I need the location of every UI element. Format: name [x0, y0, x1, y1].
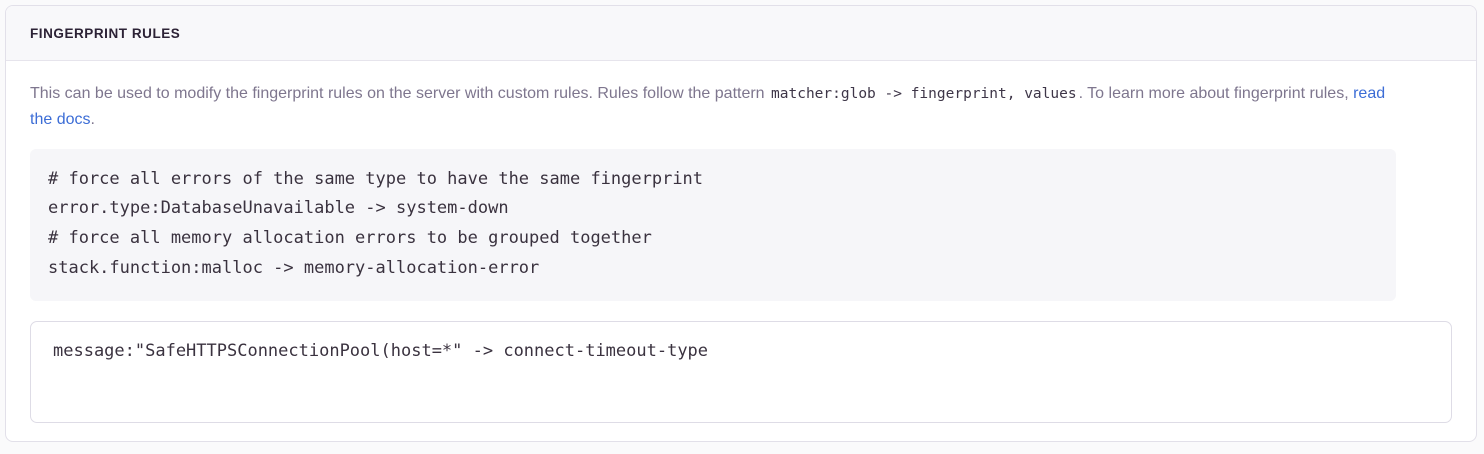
description-text: This can be used to modify the fingerpri… [30, 81, 1390, 133]
code-line: stack.function:malloc -> memory-allocati… [48, 257, 540, 278]
panel-header: FINGERPRINT RULES [6, 6, 1476, 61]
code-line: # force all memory allocation errors to … [48, 227, 652, 248]
read-the-docs-link[interactable]: read the docs [30, 85, 1386, 128]
code-line: error.type:DatabaseUnavailable -> system… [48, 198, 509, 219]
panel-body: This can be used to modify the fingerpri… [6, 61, 1476, 424]
description-part-3: . [90, 110, 95, 128]
code-line: # force all errors of the same type to h… [48, 168, 704, 189]
description-part-1: This can be used to modify the fingerpri… [30, 85, 770, 102]
fingerprint-rules-panel: FINGERPRINT RULES This can be used to mo… [5, 5, 1477, 442]
example-code-block: # force all errors of the same type to h… [30, 148, 1396, 302]
inline-code-pattern: matcher:glob -> fingerprint, values [771, 86, 1077, 102]
fingerprint-rules-input[interactable] [30, 321, 1452, 424]
page-title: FINGERPRINT RULES [30, 25, 181, 41]
description-part-2: . To learn more about fingerprint rules, [1078, 85, 1354, 102]
